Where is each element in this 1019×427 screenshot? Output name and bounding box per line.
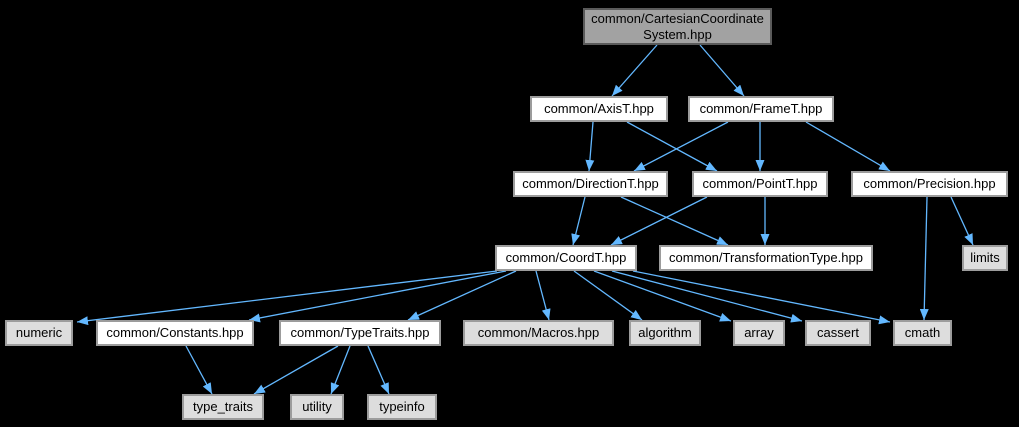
edge-coordt-to-cassert [611, 270, 803, 323]
edge-cartesian-to-axist [611, 44, 658, 97]
node-macros[interactable]: common/Macros.hpp [463, 320, 614, 346]
edge-pointt-to-coordt [610, 196, 708, 246]
node-utility: utility [290, 394, 344, 420]
node-precision[interactable]: common/Precision.hpp [851, 171, 1008, 197]
node-directiont[interactable]: common/DirectionT.hpp [513, 171, 668, 197]
node-type_traits: type_traits [182, 394, 264, 420]
node-constants[interactable]: common/Constants.hpp [96, 320, 254, 346]
edge-precision-to-cmath [919, 196, 929, 321]
node-axist[interactable]: common/AxisT.hpp [530, 96, 668, 122]
edge-cartesian-to-framet [699, 44, 745, 97]
edge-coordt-to-numeric [76, 270, 498, 326]
edge-axist-to-pointt [626, 121, 718, 172]
node-numeric: numeric [5, 320, 73, 346]
edge-precision-to-limits [950, 196, 974, 246]
node-cassert: cassert [805, 320, 871, 346]
node-limits: limits [962, 245, 1008, 271]
edge-framet-to-directiont [633, 121, 729, 172]
edge-typetraits-to-utility [330, 345, 351, 395]
node-framet[interactable]: common/FrameT.hpp [688, 96, 834, 122]
node-transformationtype[interactable]: common/TransformationType.hpp [659, 245, 873, 271]
node-pointt[interactable]: common/PointT.hpp [692, 171, 828, 197]
edge-framet-to-precision [805, 121, 891, 172]
edge-coordt-to-algorithm [573, 270, 643, 321]
edge-constants-to-type_traits [185, 345, 213, 395]
edge-directiont-to-transformationtype [620, 196, 729, 246]
edge-directiont-to-coordt [571, 196, 586, 246]
edge-coordt-to-constants [248, 270, 507, 323]
node-coordt[interactable]: common/CoordT.hpp [495, 245, 637, 271]
edge-typetraits-to-typeinfo [367, 345, 390, 395]
node-algorithm: algorithm [629, 320, 701, 346]
edge-coordt-to-typetraits [407, 270, 517, 321]
edge-coordt-to-macros [535, 270, 551, 321]
edge-axist-to-directiont [585, 121, 595, 172]
node-cartesian: common/CartesianCoordinate System.hpp [583, 8, 772, 45]
edge-coordt-to-cmath [632, 270, 891, 325]
node-cmath: cmath [893, 320, 952, 346]
node-array: array [733, 320, 785, 346]
node-typetraits[interactable]: common/TypeTraits.hpp [279, 320, 441, 346]
edge-coordt-to-array [593, 270, 732, 322]
edge-typetraits-to-type_traits [253, 345, 339, 395]
node-typeinfo: typeinfo [367, 394, 437, 420]
